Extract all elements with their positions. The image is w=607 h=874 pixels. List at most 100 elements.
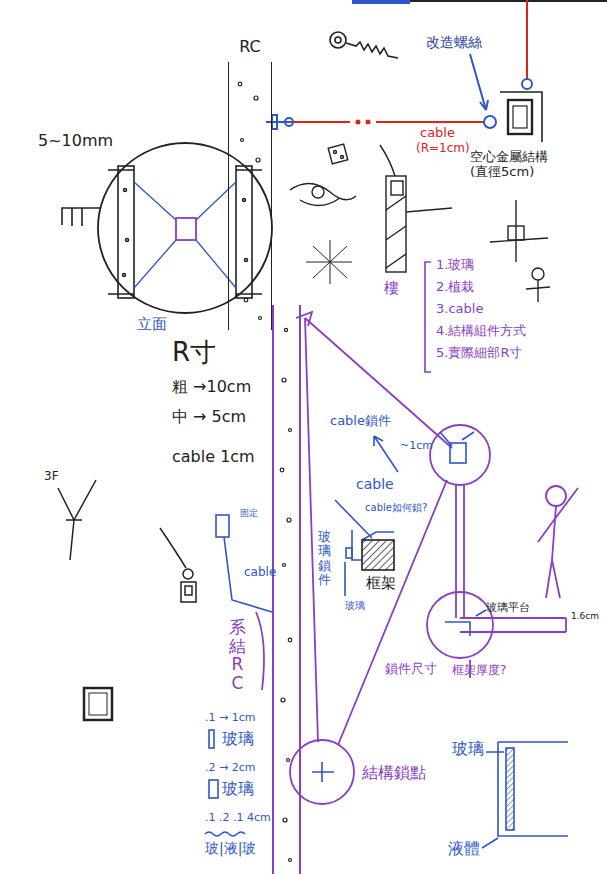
hollow-metal-structure <box>513 106 527 128</box>
annotation-label: 玻璃鎖件 <box>318 530 331 587</box>
concrete-dots <box>238 82 242 86</box>
concrete-dots <box>280 468 284 472</box>
annotation-label: 結構鎖點 <box>362 764 426 782</box>
elevation-detail <box>123 274 126 277</box>
elevation-detail <box>118 166 134 298</box>
annotation-label: 中 → 5cm <box>172 408 246 426</box>
annotation-label: 玻璃 <box>222 730 254 748</box>
bolt <box>266 121 292 123</box>
cable-structure <box>538 488 578 598</box>
cable-structure <box>455 485 457 618</box>
view-title: 立面 <box>137 316 167 333</box>
concrete-dots <box>282 378 286 382</box>
cable-structure <box>546 486 566 506</box>
small-sketches <box>386 196 406 268</box>
concrete-dots <box>284 328 287 331</box>
material-label: RC <box>239 38 261 56</box>
wall <box>273 305 300 874</box>
misc-sketches <box>58 480 96 560</box>
annotation-label: 4.結構組件方式 <box>436 324 526 339</box>
screw-icon <box>330 32 398 58</box>
wall <box>299 305 301 874</box>
concrete-dots <box>254 96 258 100</box>
small-sketches <box>380 145 395 176</box>
annotation-label: 鎖件尺寸 <box>385 662 437 677</box>
elevation-detail <box>108 166 262 298</box>
frame-block <box>362 540 394 570</box>
annotation-label: .2 → 2cm <box>205 762 255 775</box>
annotation-label: 玻|液|玻 <box>205 840 256 856</box>
annotation-label: 框架厚度? <box>452 664 506 678</box>
lock-detail <box>440 432 474 446</box>
elevation-detail <box>245 259 248 262</box>
annotation-label: 樓 <box>384 280 399 297</box>
concrete-dots <box>241 139 244 142</box>
cable-structure <box>305 318 452 448</box>
misc-sketches <box>185 586 192 595</box>
lock-detail <box>205 832 245 836</box>
annotation-label: 1.6cm <box>571 611 599 621</box>
bolt <box>266 54 532 129</box>
concrete-dots <box>287 518 291 522</box>
elevation-detail <box>176 218 196 240</box>
lock-detail <box>482 742 568 848</box>
small-sketches <box>508 226 524 240</box>
cable-structure <box>256 312 578 804</box>
red-cable <box>367 121 370 124</box>
detail-circle <box>98 143 272 313</box>
elevation-detail <box>126 239 129 242</box>
concrete-dots <box>289 859 292 862</box>
elevation-detail <box>108 170 262 294</box>
annotation-label: 框架 <box>366 575 396 592</box>
concrete-dots <box>256 158 260 162</box>
lock-detail <box>346 548 352 558</box>
red-cable <box>376 121 484 123</box>
annotation-label: cable 1cm <box>172 448 255 466</box>
annotation-label: cable鎖件 <box>330 414 391 429</box>
annotation-label: cable <box>244 566 276 580</box>
annotation-label: cable <box>356 476 394 492</box>
annotation-label: cable <box>420 126 455 141</box>
annotation-label: 粗 →10cm <box>172 378 251 396</box>
hollow-metal-structure <box>508 100 532 134</box>
annotation-label: R寸 <box>172 338 216 368</box>
small-sketches <box>341 156 344 159</box>
red-cable <box>357 121 360 124</box>
concrete-dots <box>283 818 287 822</box>
list-bracket <box>425 262 431 372</box>
lock-detail <box>205 432 568 848</box>
elevation-detail <box>124 189 127 192</box>
annotation-label: 5.實際細部R寸 <box>436 346 522 361</box>
annotation-label: .1 .2 .1 4cm <box>205 812 271 825</box>
small-sketches <box>328 144 348 164</box>
annotation-label: cable如何鎖? <box>365 502 427 514</box>
small-sketches <box>526 280 550 302</box>
concrete-dots <box>259 317 262 320</box>
small-sketches <box>306 240 352 284</box>
annotation-label: 空心金屬結構 (直徑5cm) <box>470 150 566 180</box>
annotation-label: 系結RC <box>229 618 246 693</box>
small-sketches <box>312 186 324 198</box>
lock-detail <box>374 436 398 472</box>
annotation-label: 1.玻璃 <box>436 258 474 273</box>
top-bar <box>352 0 410 4</box>
bolt <box>470 54 488 110</box>
concrete-dots <box>287 759 290 762</box>
misc-sketches <box>89 693 107 715</box>
small-sketches <box>406 208 452 212</box>
lock-detail <box>506 748 514 830</box>
concrete-dots <box>289 429 292 432</box>
lock-detail <box>450 443 466 463</box>
lock-detail <box>209 730 214 748</box>
annotation-label: 5~10mm <box>38 132 113 150</box>
annotation-label: 玻璃 <box>345 600 365 612</box>
cable-structure <box>256 612 264 690</box>
concrete-dots <box>281 698 285 702</box>
elevation-detail <box>134 182 236 288</box>
screw-icon <box>330 32 346 48</box>
cable-structure <box>463 485 465 618</box>
red-cable <box>526 0 528 79</box>
small-sketches <box>515 200 516 262</box>
detail-circle <box>97 142 273 314</box>
